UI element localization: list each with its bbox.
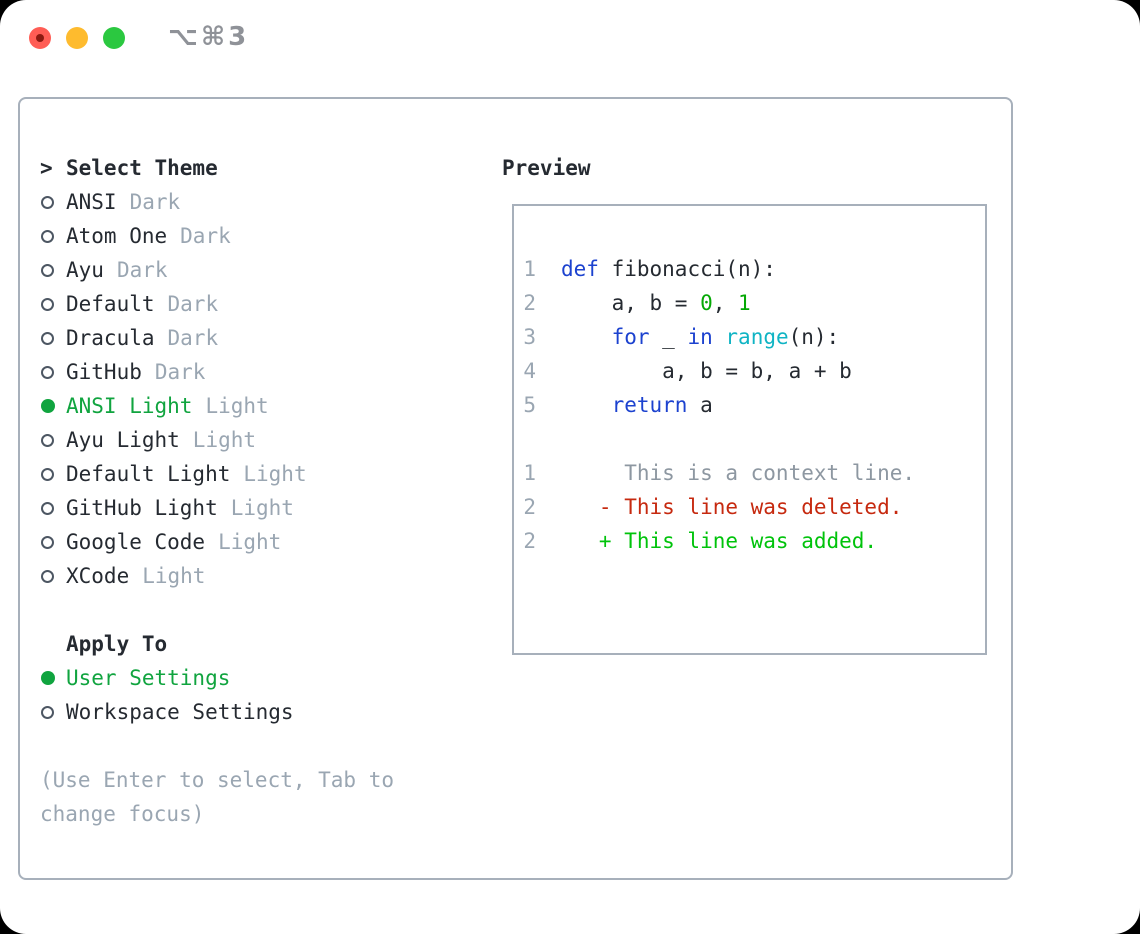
- theme-name: Ayu Light: [66, 428, 180, 452]
- theme-variant: Dark: [129, 190, 181, 214]
- maximize-button[interactable]: [103, 27, 125, 49]
- line-content: + This line was added.: [561, 529, 878, 553]
- line-content: def fibonacci(n):: [561, 257, 776, 281]
- theme-option-default[interactable]: Default Dark: [40, 287, 470, 321]
- hint-text: (Use Enter to select, Tab to change focu…: [40, 768, 395, 826]
- apply-to-heading: Apply To: [40, 627, 470, 661]
- theme-name: ANSI: [66, 190, 117, 214]
- theme-option-ayu[interactable]: Ayu Dark: [40, 253, 470, 287]
- theme-variant: Dark: [167, 326, 219, 350]
- theme-variant: Light: [230, 496, 294, 520]
- theme-name: Google Code: [66, 530, 206, 554]
- line-content: This is a context line.: [561, 461, 916, 485]
- preview-label: Preview: [502, 156, 591, 180]
- radio-icon: [40, 263, 66, 277]
- line-number: 2: [523, 495, 536, 519]
- radio-icon: [40, 297, 66, 311]
- line-number: 2: [523, 529, 536, 553]
- preview-line: 4 a, b = b, a + b: [514, 354, 985, 388]
- line-number: 2: [523, 291, 536, 315]
- radio-icon: [40, 331, 66, 345]
- theme-variant: Dark: [167, 292, 219, 316]
- preview-line: 2 - This line was deleted.: [514, 490, 985, 524]
- theme-variant: Light: [205, 394, 269, 418]
- theme-option-google-code[interactable]: Google Code Light: [40, 525, 470, 559]
- close-dot-icon: [36, 34, 44, 42]
- theme-option-dracula[interactable]: Dracula Dark: [40, 321, 470, 355]
- minimize-button[interactable]: [66, 27, 88, 49]
- preview-line: 3 for _ in range(n):: [514, 320, 985, 354]
- theme-name: GitHub Light: [66, 496, 218, 520]
- select-theme-label: Select Theme: [66, 156, 218, 180]
- line-number: 3: [523, 325, 536, 349]
- radio-icon: [40, 467, 66, 481]
- line-content: for _ in range(n):: [611, 325, 840, 349]
- theme-variant: Light: [192, 428, 257, 452]
- preview-line: 2 + This line was added.: [514, 524, 985, 558]
- theme-option-atom-one[interactable]: Atom One Dark: [40, 219, 470, 253]
- cursor-arrow-icon: >: [40, 156, 53, 180]
- theme-variant: Dark: [180, 224, 231, 248]
- apply-option-workspace-settings[interactable]: Workspace Settings: [40, 695, 470, 729]
- theme-variant: Light: [243, 462, 307, 486]
- line-content: - This line was deleted.: [561, 495, 903, 519]
- gap: [40, 729, 470, 763]
- window-title: ⌥⌘3: [168, 22, 250, 52]
- radio-icon: [40, 195, 66, 209]
- theme-name: Default Light: [66, 462, 231, 486]
- theme-name: XCode: [66, 564, 130, 588]
- selected-radio-icon: [40, 399, 66, 413]
- preview-line: 1 This is a context line.: [514, 456, 985, 490]
- theme-option-github-light[interactable]: GitHub Light Light: [40, 491, 470, 525]
- theme-option-github[interactable]: GitHub Dark: [40, 355, 470, 389]
- line-number: 4: [523, 359, 536, 383]
- theme-option-ansi[interactable]: ANSI Dark: [40, 185, 470, 219]
- line-number: 1: [523, 461, 536, 485]
- theme-variant: Dark: [116, 258, 168, 282]
- theme-option-ayu-light[interactable]: Ayu Light Light: [40, 423, 470, 457]
- radio-icon: [40, 365, 66, 379]
- theme-name: ANSI Light: [66, 394, 193, 418]
- theme-option-ansi-light[interactable]: ANSI Light Light: [40, 389, 470, 423]
- preview-line: 5 return a: [514, 388, 985, 422]
- theme-variant: Light: [142, 564, 206, 588]
- theme-name: Ayu: [66, 258, 104, 282]
- apply-option-user-settings[interactable]: User Settings: [40, 661, 470, 695]
- radio-icon: [40, 535, 66, 549]
- theme-name: Atom One: [66, 224, 168, 248]
- radio-icon: [40, 705, 66, 719]
- theme-variant: Light: [218, 530, 282, 554]
- line-content: return a: [611, 393, 713, 417]
- apply-option-name: Workspace Settings: [66, 700, 294, 724]
- line-number: 1: [523, 257, 536, 281]
- selected-radio-icon: [40, 671, 66, 685]
- apply-option-name: User Settings: [66, 666, 231, 690]
- theme-name: Default: [66, 292, 155, 316]
- traffic-lights: [29, 27, 125, 49]
- select-theme-heading: > Select Theme: [40, 151, 470, 185]
- theme-name: GitHub: [66, 360, 142, 384]
- line-content: a, b = 0, 1: [561, 291, 751, 315]
- preview-line: [514, 422, 985, 456]
- radio-icon: [40, 433, 66, 447]
- radio-icon: [40, 501, 66, 515]
- theme-option-xcode[interactable]: XCode Light: [40, 559, 470, 593]
- theme-option-default-light[interactable]: Default Light Light: [40, 457, 470, 491]
- line-number: 5: [523, 393, 536, 417]
- close-button[interactable]: [29, 27, 51, 49]
- line-content: a, b = b, a + b: [561, 359, 852, 383]
- preview-line: 1 def fibonacci(n):: [514, 252, 985, 286]
- theme-variant: Dark: [154, 360, 206, 384]
- preview-line: 2 a, b = 0, 1: [514, 286, 985, 320]
- apply-to-label: Apply To: [66, 632, 168, 656]
- radio-icon: [40, 229, 66, 243]
- radio-icon: [40, 569, 66, 583]
- theme-name: Dracula: [66, 326, 155, 350]
- gap: [40, 593, 470, 627]
